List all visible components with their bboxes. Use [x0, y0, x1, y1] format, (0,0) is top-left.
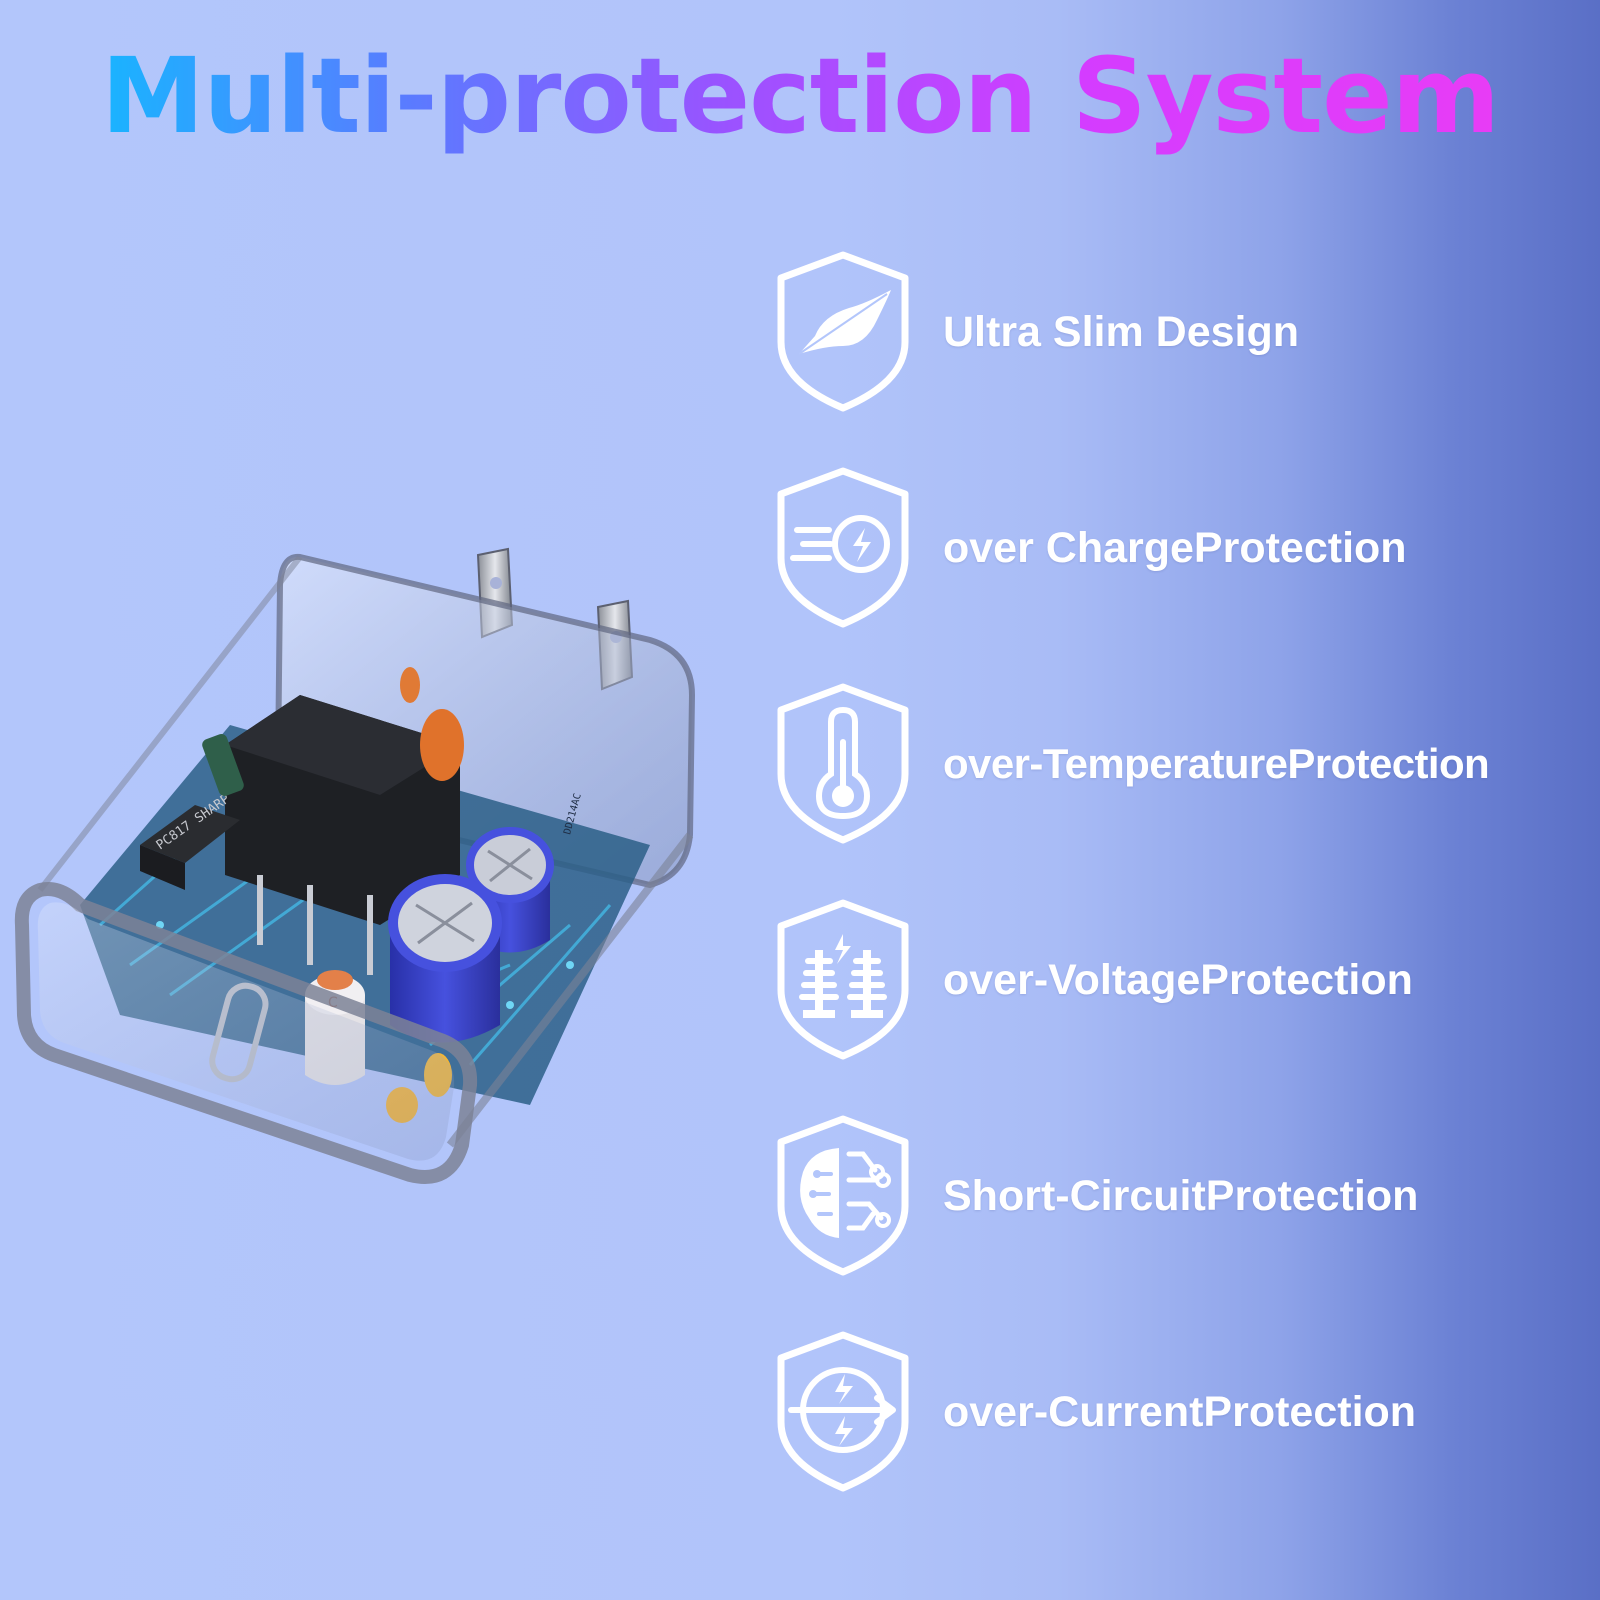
- feature-label: Ultra Slim Design: [943, 307, 1300, 356]
- current-arrow-shield-icon: [777, 1331, 909, 1492]
- feature-label: over ChargeProtection: [943, 523, 1407, 572]
- transparent-charger-image: PC817 SHARP DD214AC C: [14, 547, 696, 1184]
- feature-item-over-temperature: over-TemperatureProtection: [773, 679, 1600, 849]
- page-title: Multi-protection System: [0, 34, 1600, 159]
- feature-label: over-CurrentProtection: [943, 1387, 1417, 1436]
- fast-charge-bolt-shield-icon: [777, 467, 909, 628]
- feature-label: over-TemperatureProtection: [943, 740, 1490, 787]
- feature-item-over-voltage: over-VoltageProtection: [773, 895, 1600, 1065]
- page-title-text: Multi-protection System: [100, 35, 1500, 157]
- transformer: [225, 695, 460, 975]
- feature-item-over-current: over-CurrentProtection: [773, 1327, 1600, 1497]
- electrolytic-capacitors: [388, 827, 554, 1043]
- feature-label: Short-CircuitProtection: [943, 1171, 1419, 1220]
- feature-item-over-charge: over ChargeProtection: [773, 463, 1600, 633]
- orange-capacitor: [420, 709, 464, 781]
- thermometer-shield-icon: [777, 683, 909, 844]
- feature-item-short-circuit: Short-CircuitProtection: [773, 1111, 1600, 1281]
- feather-shield-icon: [777, 251, 909, 412]
- feature-label: over-VoltageProtection: [943, 955, 1413, 1004]
- feature-item-ultra-slim: Ultra Slim Design: [773, 247, 1600, 417]
- high-voltage-insulators-shield-icon: [777, 899, 909, 1060]
- circuit-brain-shield-icon: [777, 1115, 909, 1276]
